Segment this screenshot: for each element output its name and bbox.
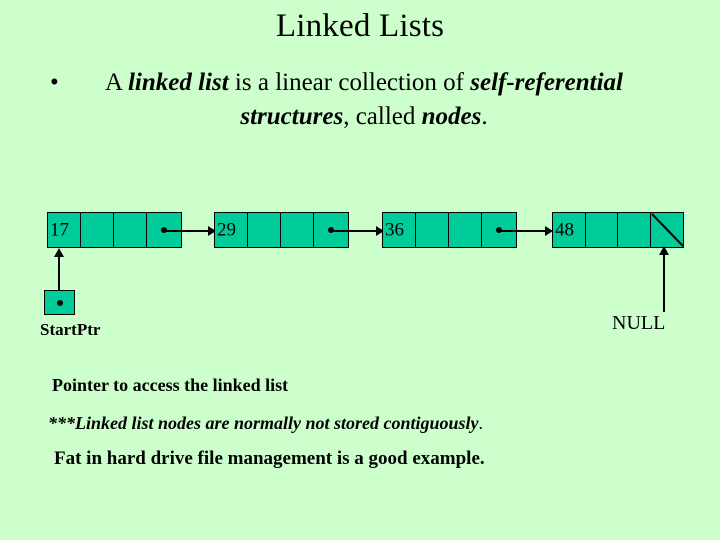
node-48-cell-4-null-slash bbox=[650, 213, 683, 247]
node-29-value: 29 bbox=[217, 219, 236, 241]
node-48-cell-2 bbox=[585, 213, 618, 247]
bullet-paragraph: • A linked list is a linear collection o… bbox=[50, 66, 690, 134]
note-pointer-access: Pointer to access the linked list bbox=[52, 375, 289, 395]
arrow-startptr-to-node-17-icon bbox=[52, 248, 66, 292]
bullet-text: A linked list is a linear collection of … bbox=[74, 66, 690, 134]
start-pointer-box bbox=[44, 290, 75, 315]
arrow-29-to-36-icon bbox=[330, 224, 384, 236]
note-not-contiguous: ***Linked list nodes are normally not st… bbox=[48, 413, 483, 434]
node-48-cell-1: 48 bbox=[553, 213, 586, 247]
note-fat-example: Fat in hard drive file management is a g… bbox=[54, 448, 485, 469]
node-17-cell-3 bbox=[114, 213, 147, 247]
arrow-17-to-29-icon bbox=[162, 224, 216, 236]
node-36-cell-3 bbox=[449, 213, 482, 247]
start-pointer-label: StartPtr bbox=[40, 320, 101, 339]
node-17-value: 17 bbox=[50, 219, 69, 241]
bullet-emphasis-linked-list: linked list bbox=[127, 69, 229, 96]
bullet-part-3: , called bbox=[343, 103, 422, 130]
node-48-value: 48 bbox=[555, 219, 574, 241]
bullet-part-1: A bbox=[105, 69, 128, 96]
bullet-part-4: . bbox=[481, 103, 488, 130]
bullet-emphasis-self-referential: self-referential structures bbox=[240, 69, 623, 130]
start-pointer-dot-icon bbox=[56, 299, 63, 306]
node-48-cell-3 bbox=[618, 213, 651, 247]
node-29-cell-2 bbox=[248, 213, 281, 247]
list-node-29: 29 bbox=[214, 212, 349, 248]
note-not-contiguous-period: . bbox=[478, 413, 484, 433]
node-36-cell-1: 36 bbox=[383, 213, 416, 247]
arrow-null-to-node-48-icon bbox=[657, 246, 671, 312]
page-title: Linked Lists bbox=[275, 8, 445, 44]
node-17-cell-1: 17 bbox=[48, 213, 81, 247]
null-pointer-slash-icon bbox=[650, 213, 683, 247]
node-36-cell-2 bbox=[416, 213, 449, 247]
list-node-48: 48 bbox=[552, 212, 684, 248]
node-36-value: 36 bbox=[385, 219, 404, 241]
node-29-cell-3 bbox=[281, 213, 314, 247]
list-node-36: 36 bbox=[382, 212, 517, 248]
arrow-36-to-48-icon bbox=[498, 224, 553, 236]
bullet-part-2: is a linear collection of bbox=[228, 69, 471, 96]
note-not-contiguous-text: ***Linked list nodes are normally not st… bbox=[48, 413, 479, 433]
bullet-emphasis-nodes: nodes bbox=[421, 103, 482, 130]
node-17-cell-2 bbox=[81, 213, 114, 247]
null-label: NULL bbox=[612, 312, 666, 334]
bullet-marker-icon: • bbox=[50, 69, 59, 96]
node-29-cell-1: 29 bbox=[215, 213, 248, 247]
